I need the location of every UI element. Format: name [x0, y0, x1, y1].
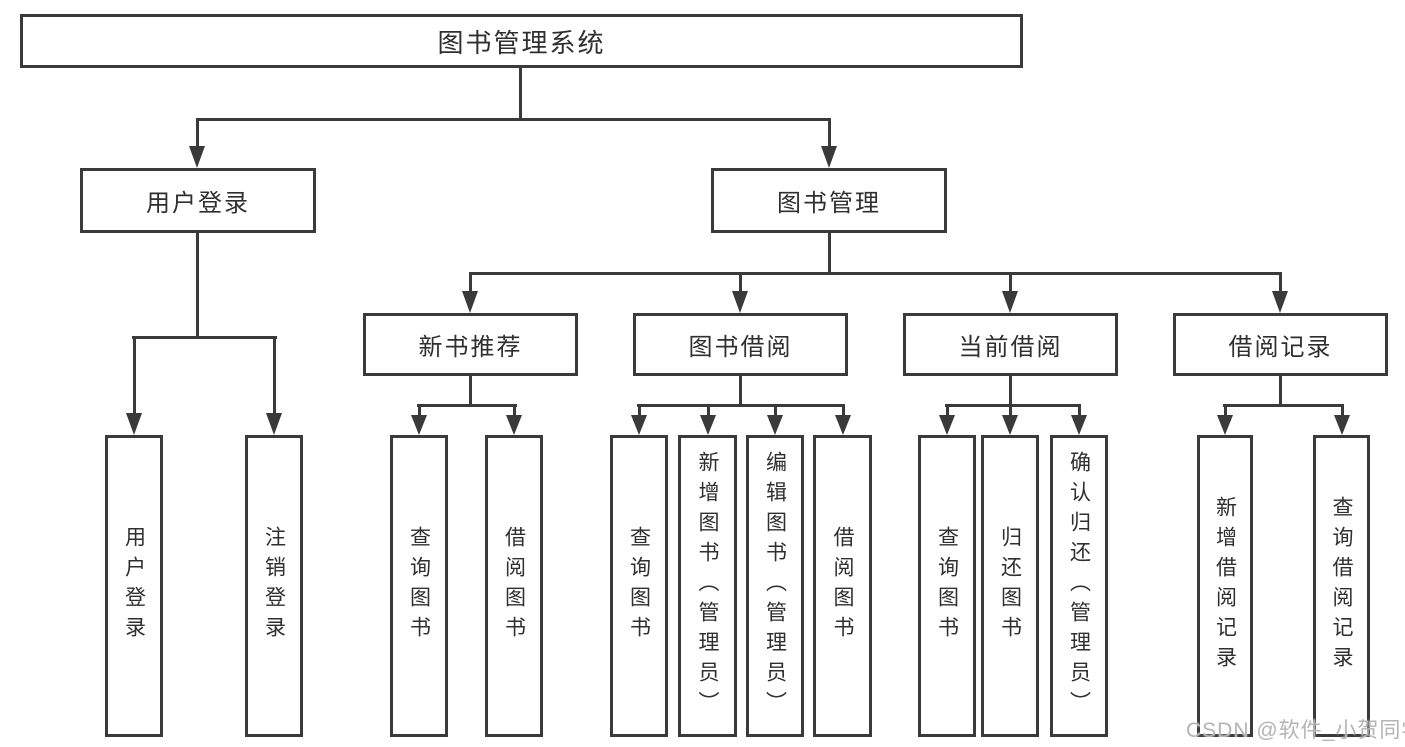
connector-to-new-book: [469, 272, 472, 293]
connector-current-borrowing-split: [945, 404, 1081, 407]
connector-borrowing-records-split: [1223, 404, 1344, 407]
leaf-return-books: 归还图书: [981, 435, 1039, 737]
node-book-borrowing: 图书借阅: [633, 313, 848, 376]
arrow-down-icon: [1002, 415, 1018, 435]
connector-book-management-stub: [828, 233, 831, 274]
connector-leaf: [638, 404, 641, 417]
arrow-down-icon: [411, 415, 427, 435]
arrow-down-icon: [126, 413, 142, 435]
arrow-down-icon: [939, 415, 955, 435]
leaf-borrow-books: 借阅图书: [485, 435, 543, 737]
arrow-down-icon: [1217, 415, 1233, 435]
connector-leaf: [418, 404, 421, 417]
leaf-query-books: 查询图书: [390, 435, 448, 737]
leaf-edit-book-admin: 编辑图书（管理员）: [746, 435, 804, 737]
node-borrowing-records: 借阅记录: [1173, 313, 1388, 376]
arrow-down-icon: [1334, 415, 1350, 435]
arrow-down-icon: [1002, 291, 1018, 313]
connector-to-leaf-logout: [273, 336, 276, 416]
node-user-login: 用户登录: [80, 168, 316, 233]
arrow-down-icon: [700, 415, 716, 435]
connector-current-borrowing-stub: [1009, 376, 1012, 406]
leaf-logout: 注销登录: [245, 435, 303, 737]
node-current-borrowing: 当前借阅: [903, 313, 1118, 376]
connector-user-login-split: [132, 336, 277, 339]
arrow-down-icon: [732, 291, 748, 313]
leaf-borrow-books: 借阅图书: [813, 435, 872, 737]
leaf-user-login: 用户登录: [105, 435, 163, 737]
connector-user-login-stub: [196, 233, 199, 338]
arrow-down-icon: [835, 415, 851, 435]
leaf-query-books: 查询图书: [610, 435, 668, 737]
connector-to-user-login: [196, 118, 199, 148]
connector-to-book-borrowing: [739, 272, 742, 293]
arrow-down-icon: [1071, 415, 1087, 435]
connector-to-book-management: [828, 118, 831, 148]
leaf-add-borrowing-record: 新增借阅记录: [1197, 435, 1253, 737]
connector-to-leaf-user-login: [133, 336, 136, 416]
connector-level3-split: [469, 272, 1282, 275]
connector-leaf: [946, 404, 949, 417]
connector-root-stub: [519, 68, 522, 120]
arrow-down-icon: [189, 146, 205, 168]
connector-book-borrowing-split: [637, 404, 845, 407]
arrow-down-icon: [462, 291, 478, 313]
arrow-down-icon: [506, 415, 522, 435]
connector-leaf: [1224, 404, 1227, 417]
leaf-add-book-admin: 新增图书（管理员）: [678, 435, 737, 737]
arrow-down-icon: [821, 146, 837, 168]
connector-leaf: [1078, 404, 1081, 417]
arrow-down-icon: [1272, 291, 1288, 313]
arrow-down-icon: [631, 415, 647, 435]
arrow-down-icon: [767, 415, 783, 435]
connector-leaf: [513, 404, 516, 417]
connector-new-book-split: [417, 404, 517, 407]
connector-level2-split: [196, 118, 831, 121]
connector-leaf: [1009, 404, 1012, 417]
arrow-down-icon: [266, 413, 282, 435]
leaf-confirm-return-admin: 确认归还（管理员）: [1050, 435, 1108, 737]
connector-book-borrowing-stub: [739, 376, 742, 406]
node-library-management-system: 图书管理系统: [20, 14, 1023, 68]
connector-leaf: [707, 404, 710, 417]
leaf-query-borrowing-record: 查询借阅记录: [1313, 435, 1370, 737]
node-new-book-recommendation: 新书推荐: [363, 313, 578, 376]
leaf-query-books: 查询图书: [918, 435, 976, 737]
connector-leaf: [774, 404, 777, 417]
connector-to-borrowing-records: [1279, 272, 1282, 293]
connector-new-book-stub: [469, 376, 472, 406]
connector-leaf: [842, 404, 845, 417]
connector-leaf: [1341, 404, 1344, 417]
connector-borrowing-records-stub: [1279, 376, 1282, 406]
connector-to-current-borrowing: [1009, 272, 1012, 293]
csdn-watermark: CSDN @软件_小贺同学: [1186, 719, 1405, 742]
node-book-management: 图书管理: [711, 168, 947, 233]
